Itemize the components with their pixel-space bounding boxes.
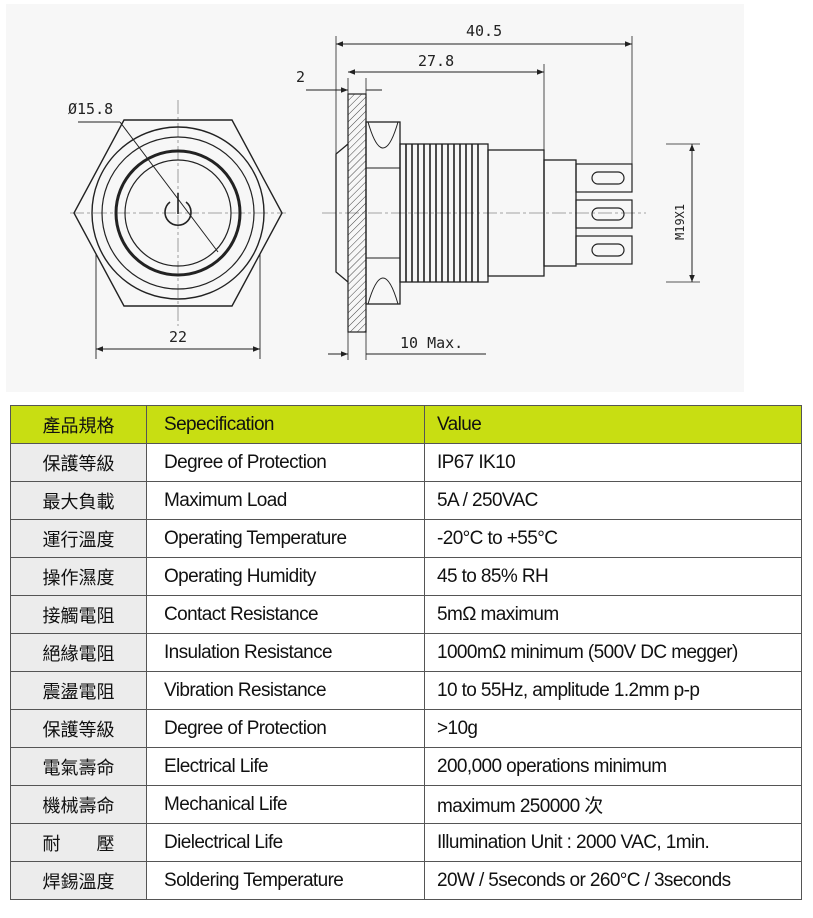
cell-spec: Contact Resistance <box>146 595 425 634</box>
cell-cn: 最大負載 <box>10 481 147 520</box>
header-cell-cn: 產品規格 <box>10 405 147 444</box>
header-cell-spec: Sepecification <box>146 405 425 444</box>
cell-value: -20°C to +55°C <box>424 519 802 558</box>
cell-spec: Operating Temperature <box>146 519 425 558</box>
table-row: 焊錫溫度 Soldering Temperature 20W / 5second… <box>10 861 802 900</box>
table-row: 保護等級 Degree of Protection >10g <box>10 709 802 748</box>
cell-cn: 保護等級 <box>10 443 147 482</box>
cell-spec: Operating Humidity <box>146 557 425 596</box>
cell-value: Illumination Unit : 2000 VAC, 1min. <box>424 823 802 862</box>
cell-spec: Maximum Load <box>146 481 425 520</box>
cell-value: 10 to 55Hz, amplitude 1.2mm p-p <box>424 671 802 710</box>
table-row: 最大負載 Maximum Load 5A / 250VAC <box>10 481 802 520</box>
side-view <box>306 36 700 360</box>
cell-spec: Degree of Protection <box>146 709 425 748</box>
table-row: 保護等級 Degree of Protection IP67 IK10 <box>10 443 802 482</box>
cell-spec: Dielectrical Life <box>146 823 425 862</box>
cell-value: 1000mΩ minimum (500V DC megger) <box>424 633 802 672</box>
cell-spec: Electrical Life <box>146 747 425 786</box>
dim-panel-max-label: 10 Max. <box>400 334 463 352</box>
cell-value: 45 to 85% RH <box>424 557 802 596</box>
cell-spec: Vibration Resistance <box>146 671 425 710</box>
cell-spec: Degree of Protection <box>146 443 425 482</box>
cell-value: maximum 250000 次 <box>424 785 802 824</box>
cell-cn: 機械壽命 <box>10 785 147 824</box>
cell-spec: Mechanical Life <box>146 785 425 824</box>
cell-cn: 接觸電阻 <box>10 595 147 634</box>
cell-value: IP67 IK10 <box>424 443 802 482</box>
dim-diameter-label: Ø15.8 <box>68 100 113 118</box>
technical-drawing: Ø15.8 22 <box>6 4 744 392</box>
cell-value: 200,000 operations minimum <box>424 747 802 786</box>
table-row: 絕緣電阻 Insulation Resistance 1000mΩ minimu… <box>10 633 802 672</box>
cell-cn: 運行溫度 <box>10 519 147 558</box>
cell-cn: 耐 壓 <box>10 823 147 862</box>
table-row: 接觸電阻 Contact Resistance 5mΩ maximum <box>10 595 802 634</box>
table-row: 震盪電阻 Vibration Resistance 10 to 55Hz, am… <box>10 671 802 710</box>
table-row: 機械壽命 Mechanical Life maximum 250000 次 <box>10 785 802 824</box>
cell-cn: 絕緣電阻 <box>10 633 147 672</box>
drawing-svg: Ø15.8 22 <box>68 22 700 360</box>
header-cell-value: Value <box>424 405 802 444</box>
table-row: 操作濕度 Operating Humidity 45 to 85% RH <box>10 557 802 596</box>
table-row: 運行溫度 Operating Temperature -20°C to +55°… <box>10 519 802 558</box>
cell-value: >10g <box>424 709 802 748</box>
dim-thread-label: M19X1 <box>673 204 687 240</box>
cell-value: 20W / 5seconds or 260°C / 3seconds <box>424 861 802 900</box>
dim-body-length-label: 27.8 <box>418 52 454 70</box>
cell-spec: Insulation Resistance <box>146 633 425 672</box>
cell-cn: 震盪電阻 <box>10 671 147 710</box>
table-row: 耐 壓 Dielectrical Life Illumination Unit … <box>10 823 802 862</box>
table-row: 電氣壽命 Electrical Life 200,000 operations … <box>10 747 802 786</box>
dim-flange-label: 2 <box>296 68 305 86</box>
cell-cn: 操作濕度 <box>10 557 147 596</box>
spec-table: 產品規格 Sepecification Value 保護等級 Degree of… <box>10 405 802 900</box>
cell-cn: 焊錫溫度 <box>10 861 147 900</box>
cell-cn: 保護等級 <box>10 709 147 748</box>
cell-spec: Soldering Temperature <box>146 861 425 900</box>
front-view <box>70 100 286 359</box>
cell-value: 5mΩ maximum <box>424 595 802 634</box>
cell-cn: 電氣壽命 <box>10 747 147 786</box>
table-header-row: 產品規格 Sepecification Value <box>10 405 802 444</box>
dim-total-length-label: 40.5 <box>466 22 502 40</box>
cell-value: 5A / 250VAC <box>424 481 802 520</box>
dim-width-label: 22 <box>169 328 187 346</box>
power-icon <box>164 193 192 227</box>
terminal-pins <box>575 163 633 265</box>
